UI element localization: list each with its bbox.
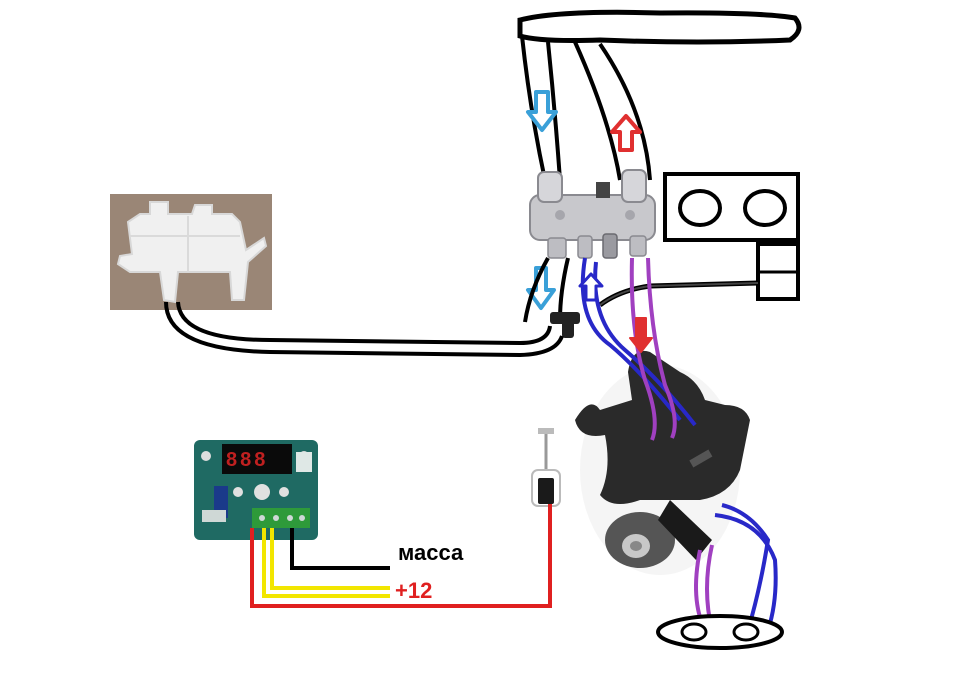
electric-pump (575, 350, 750, 575)
tee-fitting (550, 312, 580, 338)
lower-connector-plate (656, 614, 784, 650)
heater-hoses (520, 35, 652, 181)
thermostat-display: 888 (226, 449, 268, 471)
heater-core (517, 9, 802, 45)
valve-to-engine-hose (598, 280, 759, 308)
expansion-tank (110, 194, 272, 310)
arrow-down-icon (629, 317, 653, 353)
water-valve (529, 169, 656, 259)
arrow-down-icon (526, 90, 558, 132)
arrow-up-icon (578, 272, 604, 302)
thermostat-board: 888 (194, 440, 318, 540)
thermostat-wires (250, 504, 552, 608)
plus12-label: +12 (395, 578, 432, 603)
temperature-sensor (531, 428, 561, 507)
arrow-up-icon (610, 114, 642, 152)
ground-label: масса (398, 540, 464, 565)
engine-block (663, 172, 800, 301)
tank-return-hose (164, 301, 564, 358)
